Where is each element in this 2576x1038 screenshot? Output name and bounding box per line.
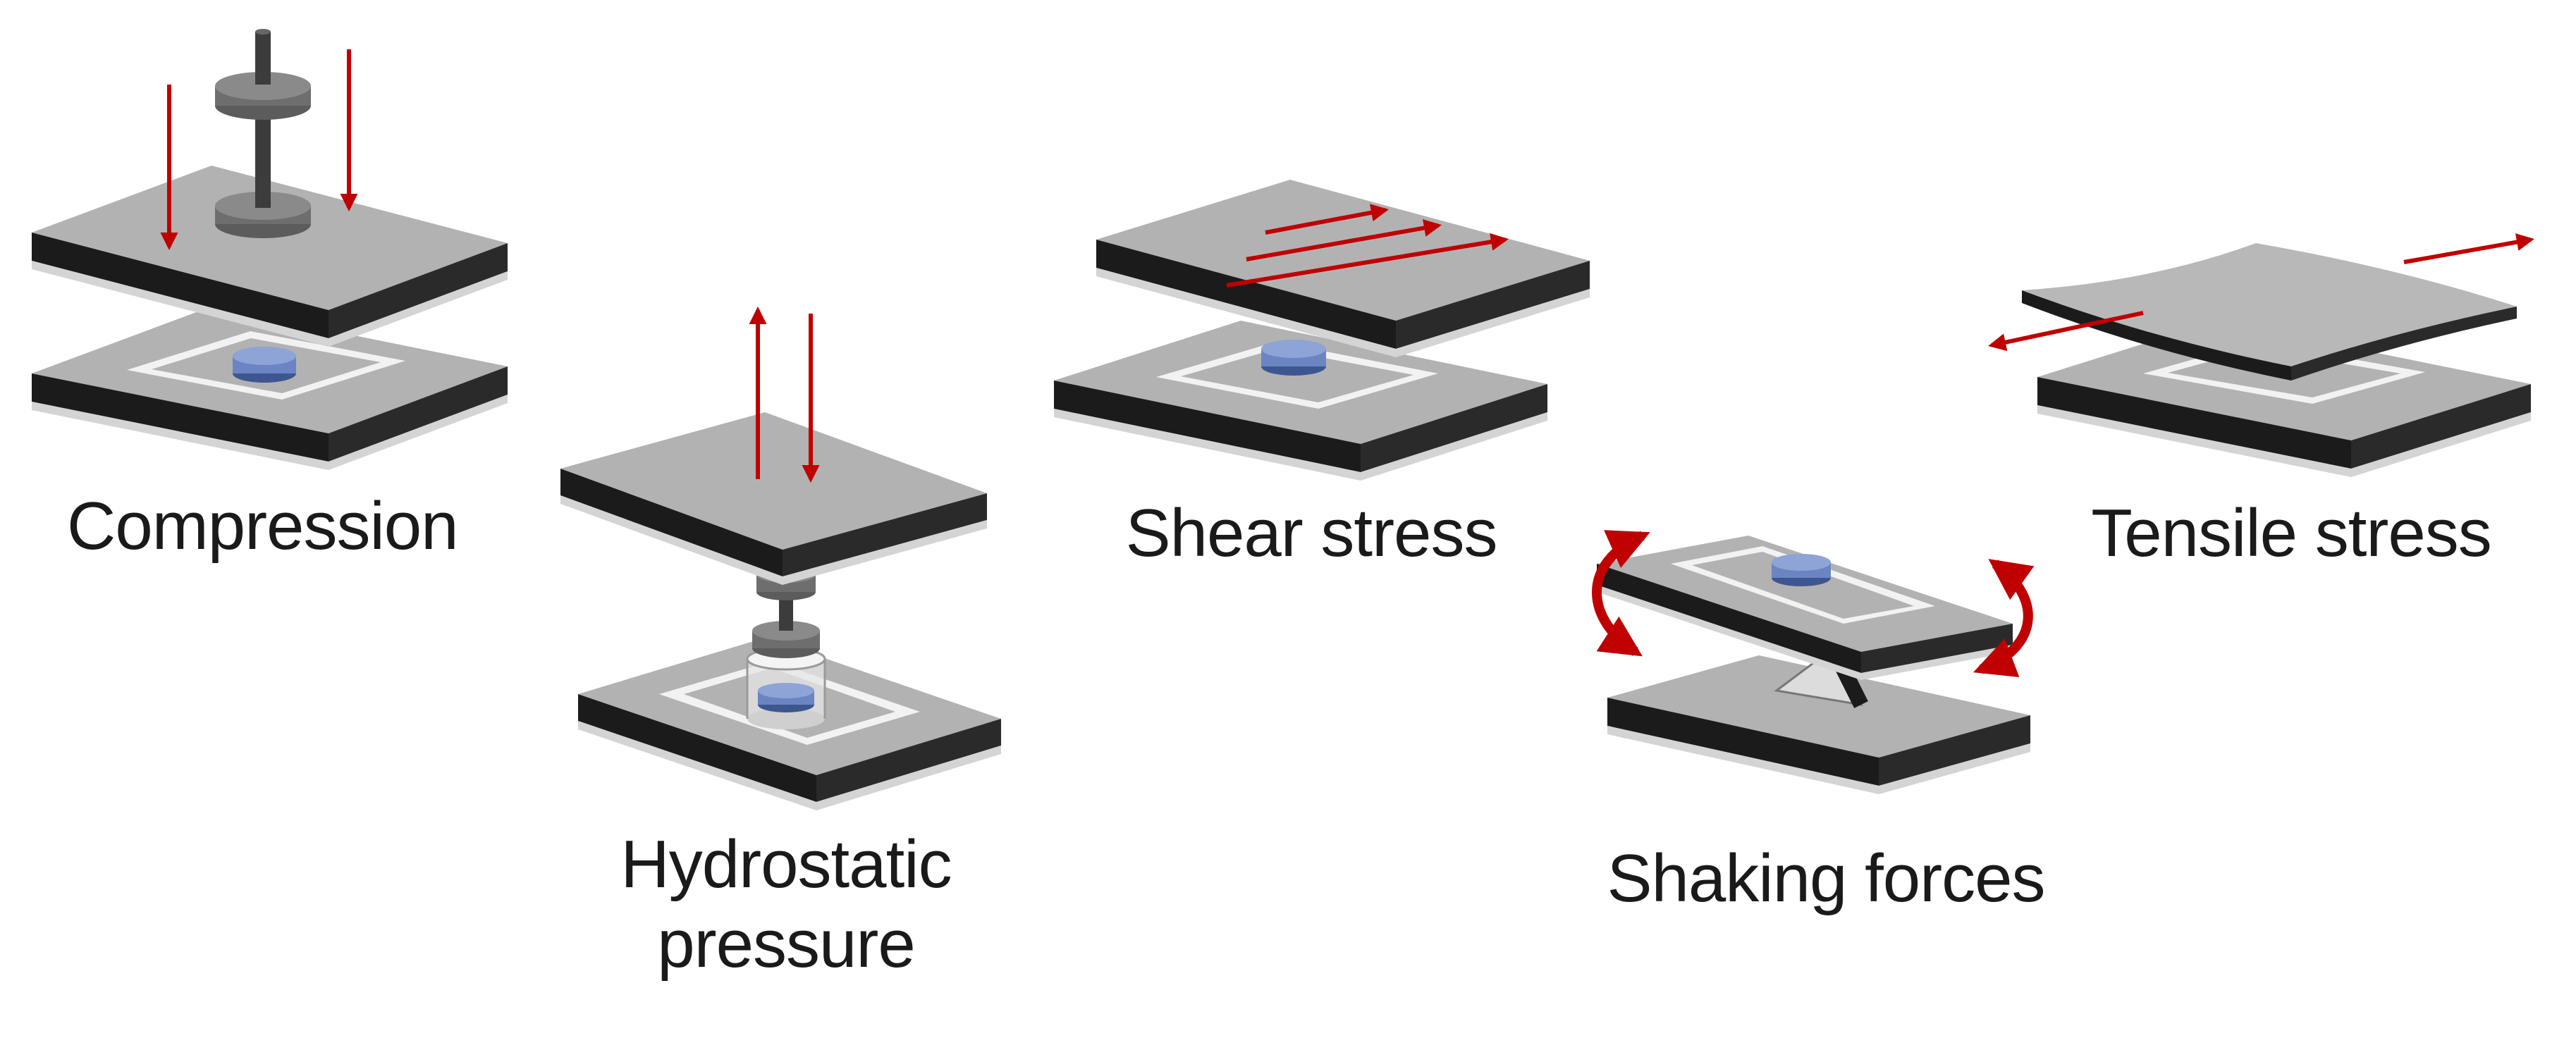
shear-panel — [1054, 180, 1590, 481]
tensile-label: Tensile stress — [2091, 495, 2492, 571]
shear-sample — [1261, 340, 1326, 376]
hydrostatic-upper-plate — [560, 412, 987, 585]
shaking-arrow-left — [1592, 530, 1650, 657]
shaking-label: Shaking forces — [1607, 841, 2045, 916]
shaking-panel — [1592, 530, 2035, 794]
hydrostatic-label-line1: Hydrostatic — [620, 827, 952, 902]
shear-label: Shear stress — [1125, 495, 1498, 571]
shear-upper-plate — [1096, 180, 1590, 357]
hydrostatic-label: Hydrostatic pressure — [589, 824, 983, 984]
tensile-membrane — [2022, 243, 2517, 381]
shear-arrow-3 — [1226, 233, 1509, 288]
hydrostatic-label-line2: pressure — [657, 906, 916, 982]
tensile-arrow-right — [2403, 233, 2534, 264]
compression-panel — [32, 29, 508, 470]
shaking-arrow-right — [1973, 559, 2035, 677]
compression-sample — [233, 347, 296, 383]
shaking-sample — [1772, 554, 1831, 586]
compression-label: Compression — [67, 488, 459, 564]
shaking-base-plate — [1607, 655, 2030, 794]
hydrostatic-vial — [746, 647, 826, 729]
tensile-panel — [1988, 233, 2534, 477]
compression-piston — [215, 29, 311, 238]
hydrostatic-panel — [560, 306, 1001, 810]
tensile-arrow-left — [1988, 311, 2144, 352]
shear-arrow-2 — [1246, 219, 1442, 261]
shear-arrow-1 — [1265, 204, 1389, 235]
